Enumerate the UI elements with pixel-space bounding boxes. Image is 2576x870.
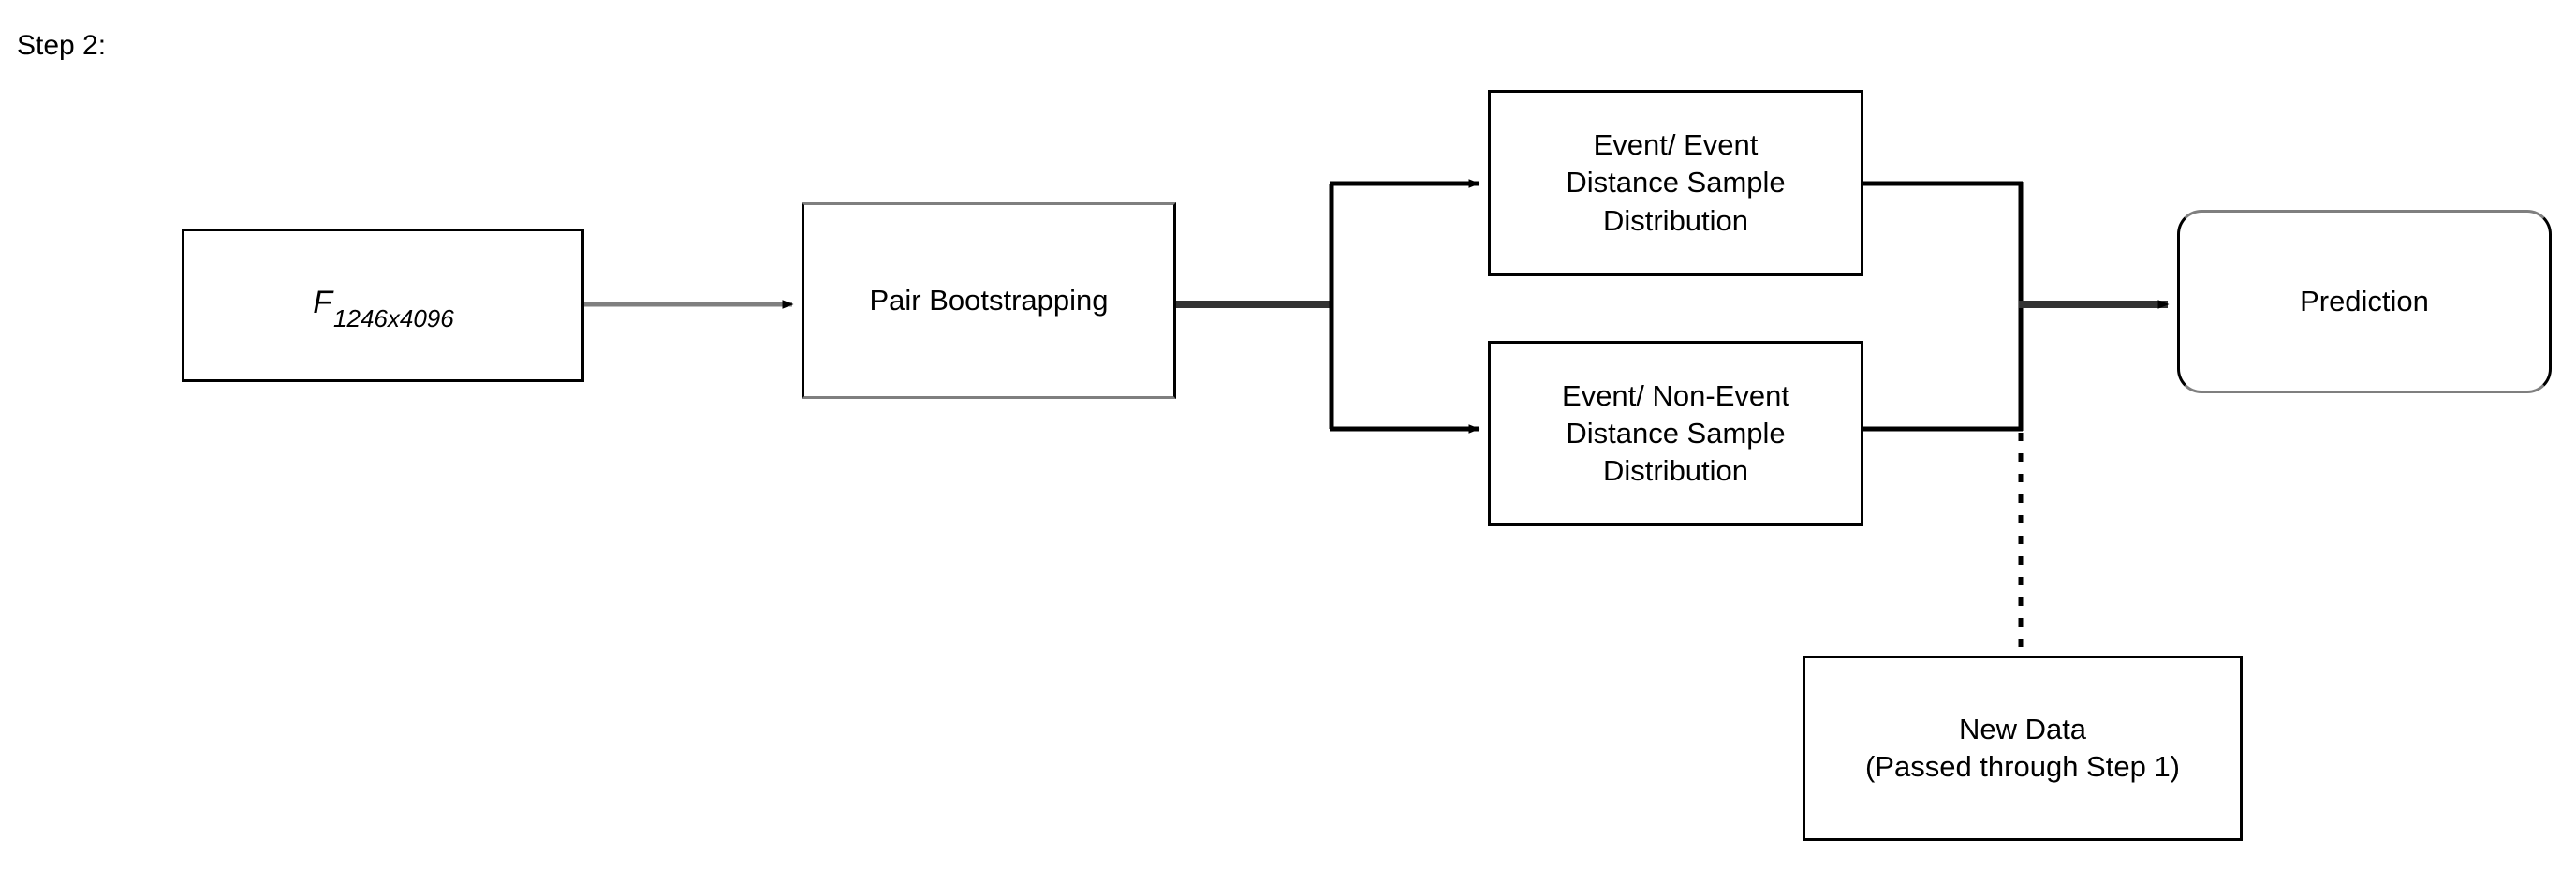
node-new-data-label: New Data (Passed through Step 1) xyxy=(1864,712,2181,783)
node-event-event-distribution-label: Event/ Event Distance Sample Distributio… xyxy=(1566,128,1786,237)
feature-matrix-symbol: F xyxy=(313,285,333,321)
step-caption: Step 2: xyxy=(17,30,107,61)
node-new-data[interactable]: New Data (Passed through Step 1) xyxy=(1803,656,2243,841)
node-prediction[interactable]: Prediction xyxy=(2177,210,2552,393)
node-feature-matrix[interactable]: F1246x4096 xyxy=(182,229,584,382)
node-prediction-label: Prediction xyxy=(2300,284,2429,317)
node-event-nonevent-distribution-label: Event/ Non-Event Distance Sample Distrib… xyxy=(1562,378,1789,488)
feature-matrix-subscript: 1246x4096 xyxy=(333,304,454,332)
node-event-nonevent-distribution[interactable]: Event/ Non-Event Distance Sample Distrib… xyxy=(1488,341,1863,526)
node-pair-bootstrapping-label: Pair Bootstrapping xyxy=(869,283,1109,317)
node-event-event-distribution[interactable]: Event/ Event Distance Sample Distributio… xyxy=(1488,90,1863,276)
node-pair-bootstrapping[interactable]: Pair Bootstrapping xyxy=(802,202,1176,399)
node-feature-matrix-label: F1246x4096 xyxy=(313,282,454,332)
